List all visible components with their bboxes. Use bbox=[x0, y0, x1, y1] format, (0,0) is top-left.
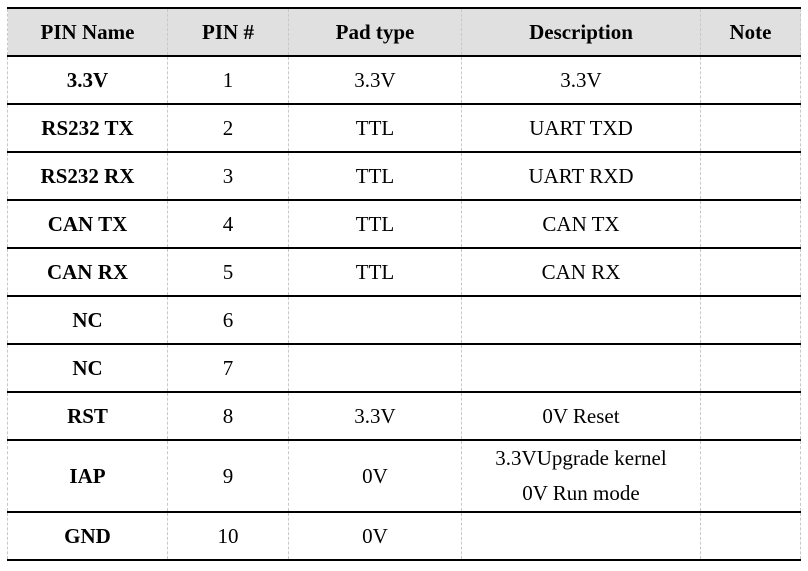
pin-table: PIN Name PIN # Pad type Description Note… bbox=[7, 7, 801, 561]
header-note: Note bbox=[700, 7, 801, 57]
pin-name-cell: CAN TX bbox=[7, 199, 168, 249]
pad-type-cell: 3.3V bbox=[288, 391, 462, 441]
pin-name-cell: RS232 TX bbox=[7, 103, 168, 153]
description-line: 0V Reset bbox=[542, 403, 620, 428]
pin-number-cell: 10 bbox=[167, 511, 289, 561]
header-row: PIN Name PIN # Pad type Description Note bbox=[7, 7, 801, 57]
pad-type-cell: TTL bbox=[288, 151, 462, 201]
note-cell bbox=[700, 247, 801, 297]
pin-number-cell: 8 bbox=[167, 391, 289, 441]
note-cell bbox=[700, 103, 801, 153]
pad-type-cell: 3.3V bbox=[288, 55, 462, 105]
description-cell bbox=[461, 343, 701, 393]
description-cell: 3.3V bbox=[461, 55, 701, 105]
pin-name-cell: CAN RX bbox=[7, 247, 168, 297]
pin-number-cell: 4 bbox=[167, 199, 289, 249]
pin-number-cell: 5 bbox=[167, 247, 289, 297]
description-line: CAN TX bbox=[542, 211, 620, 236]
pin-name-cell: IAP bbox=[7, 439, 168, 513]
note-cell bbox=[700, 391, 801, 441]
description-cell: UART RXD bbox=[461, 151, 701, 201]
note-cell bbox=[700, 151, 801, 201]
pin-number-cell: 2 bbox=[167, 103, 289, 153]
pin-name-cell: RST bbox=[7, 391, 168, 441]
pin-number-cell: 3 bbox=[167, 151, 289, 201]
pin-name-cell: RS232 RX bbox=[7, 151, 168, 201]
pad-type-cell: 0V bbox=[288, 511, 462, 561]
description-cell bbox=[461, 511, 701, 561]
description-line: UART TXD bbox=[529, 115, 633, 140]
pad-type-cell bbox=[288, 295, 462, 345]
description-cell bbox=[461, 295, 701, 345]
description-cell: CAN RX bbox=[461, 247, 701, 297]
description-line: 3.3VUpgrade kernel bbox=[495, 446, 667, 470]
note-cell bbox=[700, 295, 801, 345]
pad-type-cell: TTL bbox=[288, 247, 462, 297]
pin-number-cell: 1 bbox=[167, 55, 289, 105]
note-cell bbox=[700, 199, 801, 249]
pin-name-cell: NC bbox=[7, 295, 168, 345]
header-description: Description bbox=[461, 7, 701, 57]
description-line: 0V Run mode bbox=[522, 481, 640, 505]
pin-number-cell: 9 bbox=[167, 439, 289, 513]
description-cell: 3.3VUpgrade kernel 0V Run mode bbox=[461, 439, 701, 513]
description-line: UART RXD bbox=[528, 163, 634, 188]
pad-type-cell: TTL bbox=[288, 103, 462, 153]
note-cell bbox=[700, 55, 801, 105]
description-line: CAN RX bbox=[541, 259, 621, 284]
note-cell bbox=[700, 343, 801, 393]
description-cell: UART TXD bbox=[461, 103, 701, 153]
pin-name-cell: NC bbox=[7, 343, 168, 393]
pad-type-cell bbox=[288, 343, 462, 393]
header-pad-type: Pad type bbox=[288, 7, 462, 57]
pin-name-cell: GND bbox=[7, 511, 168, 561]
note-cell bbox=[700, 511, 801, 561]
header-pin-number: PIN # bbox=[167, 7, 289, 57]
description-line: 3.3V bbox=[560, 67, 602, 92]
note-cell bbox=[700, 439, 801, 513]
description-cell: CAN TX bbox=[461, 199, 701, 249]
pin-name-cell: 3.3V bbox=[7, 55, 168, 105]
pad-type-cell: 0V bbox=[288, 439, 462, 513]
header-pin-name: PIN Name bbox=[7, 7, 168, 57]
pad-type-cell: TTL bbox=[288, 199, 462, 249]
pin-number-cell: 7 bbox=[167, 343, 289, 393]
pin-number-cell: 6 bbox=[167, 295, 289, 345]
description-cell: 0V Reset bbox=[461, 391, 701, 441]
